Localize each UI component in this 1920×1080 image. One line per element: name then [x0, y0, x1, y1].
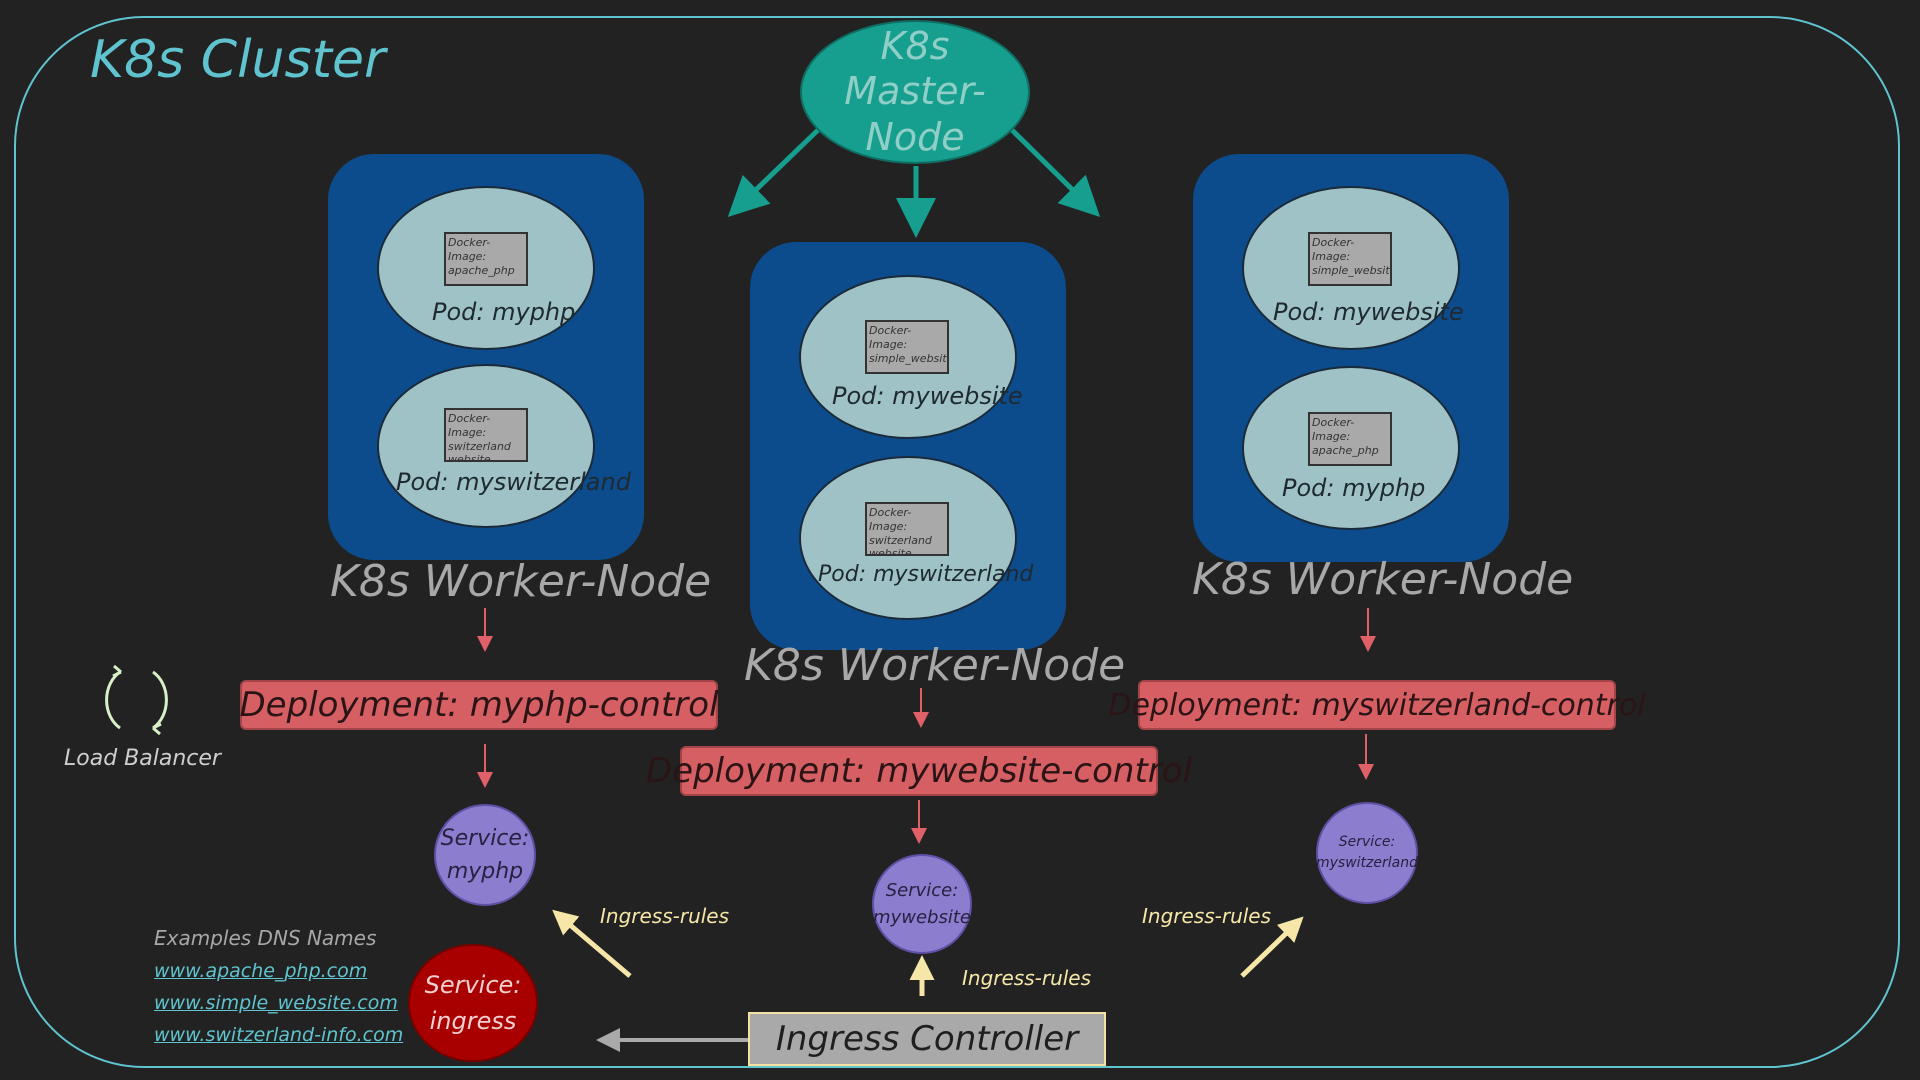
pod-label: Pod: mywebsite	[1273, 298, 1464, 326]
ingress-controller: Ingress Controller	[748, 1012, 1106, 1066]
deployment-mywebsite-control: Deployment: mywebsite-control	[646, 746, 1192, 796]
master-node-line1: K8s	[880, 23, 950, 68]
docker-image-box: Docker-Image: switzerland website	[865, 502, 949, 556]
service-myphp: Service: myphp	[434, 804, 536, 906]
dns-link-switzerland-info[interactable]: www.switzerland-info.com	[154, 1024, 404, 1046]
load-balancer-icon	[105, 664, 168, 736]
service-label: Service:	[885, 880, 959, 901]
ingress-arrow-left	[552, 909, 632, 978]
docker-image-box: Docker-Image: apache_php	[444, 232, 528, 286]
pod-label: Pod: myphp	[432, 298, 576, 326]
load-balancer-label: Load Balancer	[64, 746, 221, 771]
worker-node-label-2: K8s Worker-Node	[744, 640, 1126, 691]
pod-label: Pod: myphp	[1282, 474, 1426, 502]
deployment-myphp-control: Deployment: myphp-control	[239, 680, 719, 730]
ingress-rules-label-1: Ingress-rules	[600, 904, 730, 928]
deployment-myswitzerland-control: Deployment: myswitzerland-control	[1108, 680, 1646, 730]
dns-examples-title: Examples DNS Names	[154, 926, 377, 950]
service-label: Service:	[424, 971, 522, 999]
service-mywebsite: Service: mywebsite	[872, 854, 972, 954]
dns-link-apache-php[interactable]: www.apache_php.com	[154, 960, 368, 982]
docker-image-box: Docker-Image: simple_website	[1308, 232, 1392, 286]
docker-image-box: Docker-Image: simple_website	[865, 320, 949, 374]
service-name: ingress	[429, 1007, 517, 1035]
pod-label: Pod: mywebsite	[832, 382, 1023, 410]
service-ingress: Service: ingress	[408, 944, 538, 1062]
pod-myphp-w1	[377, 186, 595, 350]
master-node: K8s Master-Node	[800, 20, 1030, 164]
docker-image-box: Docker-Image: switzerland website	[444, 408, 528, 462]
pod-label: Pod: myswitzerland	[818, 562, 1034, 587]
pod-label: Pod: myswitzerland	[396, 468, 631, 496]
service-name: mywebsite	[873, 907, 971, 928]
service-name: myswitzerland	[1316, 855, 1418, 871]
worker-node-label-1: K8s Worker-Node	[330, 556, 712, 607]
service-myswitzerland: Service: myswitzerland	[1316, 802, 1418, 904]
service-name: myphp	[446, 859, 524, 884]
service-label: Service:	[440, 826, 530, 851]
service-label: Service:	[1338, 834, 1396, 850]
worker-node-label-3: K8s Worker-Node	[1192, 554, 1574, 605]
master-arrow-right	[1010, 128, 1101, 218]
ingress-arrow-right	[1240, 916, 1304, 978]
cluster-boundary	[14, 16, 1900, 1068]
cluster-title: K8s Cluster	[90, 30, 386, 90]
ingress-rules-label-3: Ingress-rules	[1142, 904, 1272, 928]
master-arrow-left	[727, 128, 820, 217]
master-node-line2: Master-Node	[844, 69, 986, 159]
ingress-rules-label-2: Ingress-rules	[962, 966, 1092, 990]
dns-link-simple-website[interactable]: www.simple_website.com	[154, 992, 398, 1014]
docker-image-box: Docker-Image: apache_php	[1308, 412, 1392, 466]
